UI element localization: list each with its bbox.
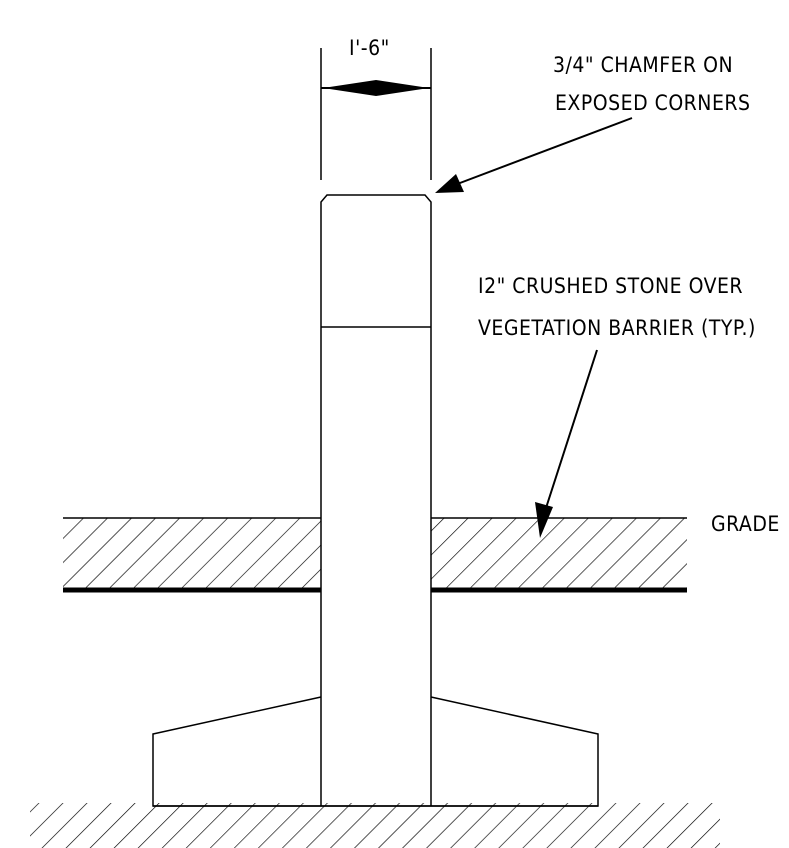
crushed-stone-layer-left bbox=[63, 518, 321, 590]
chamfer-leader-arrow bbox=[435, 117, 633, 193]
chamfer-note-line2: EXPOSED CORNERS bbox=[555, 91, 751, 115]
chamfer-note-line1: 3/4" CHAMFER ON bbox=[553, 53, 733, 77]
stone-leader-arrow bbox=[535, 349, 598, 538]
footing-outline bbox=[152, 696, 599, 807]
stone-note-line1: I2" CRUSHED STONE OVER bbox=[478, 274, 743, 298]
subgrade-soil-hatch bbox=[30, 803, 720, 848]
stone-note-line2: VEGETATION BARRIER (TYP.) bbox=[478, 316, 756, 340]
dimension-width-label: I'-6" bbox=[349, 36, 390, 60]
pier-outline bbox=[320, 194, 432, 806]
dimension-arrows bbox=[321, 80, 431, 96]
crushed-stone-layer-right bbox=[431, 518, 687, 590]
grade-label: GRADE bbox=[711, 512, 780, 536]
